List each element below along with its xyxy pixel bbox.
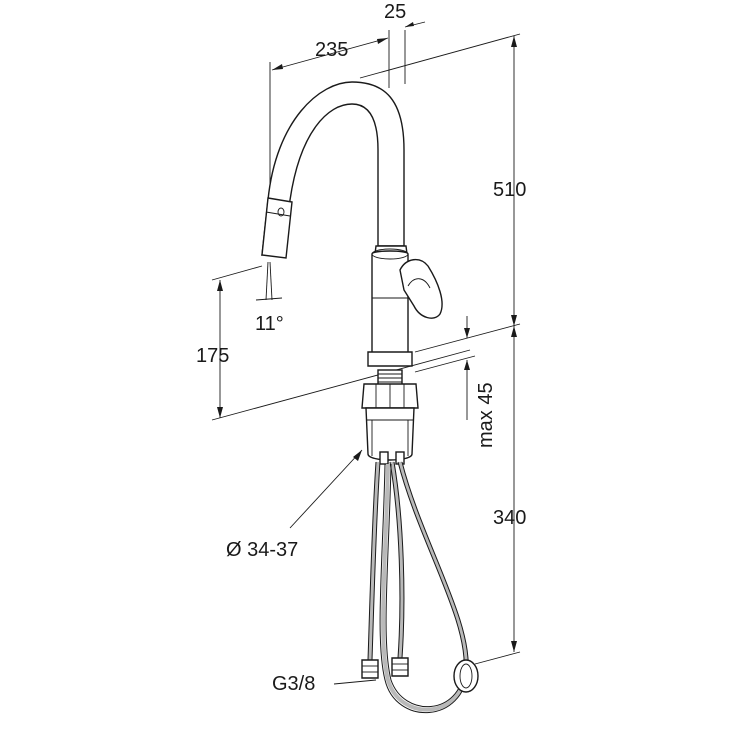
hose-1-connector [361, 659, 379, 679]
label-max-deck-thickness: max 45 [475, 382, 497, 448]
dimension-lines [217, 21, 517, 685]
dim-25-arrow [405, 22, 414, 27]
outlet-extension-line [211, 265, 263, 281]
dim-340-arrow-bottom [511, 641, 517, 652]
hose-extension-line [474, 651, 521, 665]
hose-2-connector [391, 657, 409, 677]
gooseneck-spout [261, 81, 405, 256]
angle-base-line [255, 297, 283, 301]
hose-1-edge-a [367, 461, 377, 661]
spray-head [261, 197, 293, 259]
hose-counterweight [453, 659, 479, 693]
faucet-body [261, 81, 443, 367]
label-spray-angle: 11° [255, 313, 284, 335]
dim-510-arrow-top [511, 36, 517, 47]
support-sleeve [365, 407, 415, 461]
hose-1-edge-b [371, 461, 381, 661]
dim-510-arrow-bottom [511, 315, 517, 326]
lower-deck-line [211, 349, 471, 421]
diameter-leader [289, 449, 363, 529]
label-spout-offset: 25 [384, 1, 406, 23]
label-hose-length: 340 [493, 507, 526, 529]
dim-175-arrow-top [217, 280, 223, 291]
handle-lever [399, 259, 443, 319]
hose-3-fill [381, 461, 469, 712]
dimension-labels: 235 25 510 175 11° 340 Ø 34-37 G3/8 max … [196, 1, 526, 695]
angle-line-1 [265, 261, 269, 301]
dim-max45-arrow-bottom [464, 360, 470, 370]
label-connection-thread: G3/8 [272, 673, 315, 695]
dim-340-arrow-top [511, 326, 517, 337]
dim-235-arrow-right [377, 38, 388, 44]
supply-hoses [361, 461, 479, 713]
label-total-height: 510 [493, 179, 526, 201]
body-top-ellipse [371, 248, 409, 260]
top-extension-line [359, 33, 521, 79]
dim-235-arrow-left [272, 64, 283, 70]
dim-max45-arrow-top [464, 328, 470, 338]
angle-line-2 [269, 261, 273, 301]
hose-outlet-1 [379, 451, 389, 465]
deck-underside-line [414, 355, 476, 373]
base-ring [367, 351, 413, 367]
handle-lever-edge [407, 278, 431, 289]
label-spout-reach: 235 [315, 39, 348, 61]
spray-head-button [277, 207, 285, 217]
dim-175-arrow-bottom [217, 407, 223, 418]
diameter-leader-arrow [353, 450, 362, 461]
thread-leader [333, 679, 377, 685]
label-hole-diameter: Ø 34-37 [226, 539, 298, 561]
hose-2-fill [390, 461, 404, 659]
deck-extension-line [414, 323, 521, 353]
faucet-main-body [371, 250, 409, 357]
label-outlet-height: 175 [196, 345, 229, 367]
hose-3-edge-b [379, 461, 469, 713]
dim-235-line [271, 37, 389, 71]
hose-3-edge-a [385, 461, 465, 707]
extension-lines [211, 30, 521, 665]
mounting-hardware [361, 369, 419, 465]
hose-1-fill [368, 461, 380, 661]
hose-2-edge-a [389, 461, 401, 659]
hose-2-edge-b [393, 461, 405, 659]
